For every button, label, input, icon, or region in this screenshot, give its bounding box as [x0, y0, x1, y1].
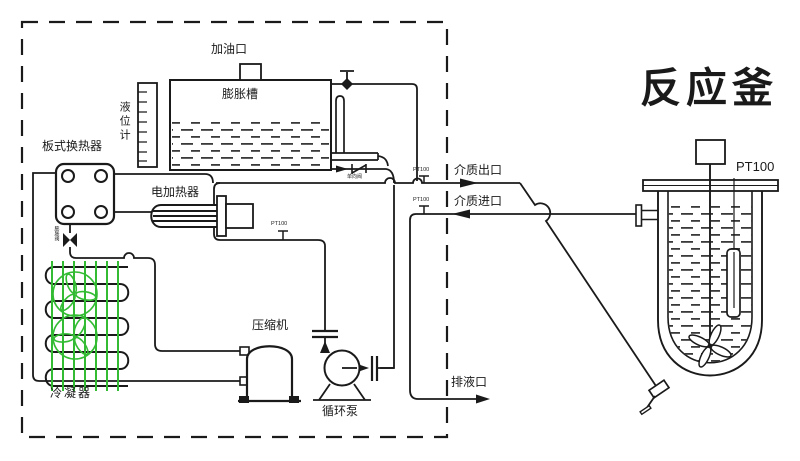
plate-heat-exchanger-label: 板式换热器: [42, 139, 103, 153]
electric-heater: [150, 195, 254, 237]
circulation-pump: [312, 329, 394, 401]
outlet-pt100-probe: [419, 175, 429, 183]
oil-fill-port-label: 加油口: [211, 42, 248, 56]
bottom-coupling: [647, 379, 671, 399]
inlet-arrow: [452, 209, 470, 219]
reactor-title: 反应釜: [640, 65, 778, 111]
oil-fill-port-stub: [239, 63, 262, 81]
drain-arrow: [476, 394, 490, 404]
heater-pt100-probe: [278, 230, 288, 240]
electric-heater-label: 电加热器: [151, 185, 200, 199]
inlet-pt100-label: PT100: [413, 197, 430, 203]
check-valve-label: 单向阀: [347, 174, 363, 180]
inlet-flange-bar: [635, 204, 643, 227]
expansion-valve: [63, 233, 77, 247]
outlet-arrow: [460, 178, 478, 188]
inlet-pt100-probe: [419, 205, 429, 214]
condenser-label: 冷凝器: [50, 386, 93, 400]
reactor: [635, 139, 779, 416]
agitator-propeller: [688, 324, 732, 368]
condenser: [44, 261, 130, 391]
expansion-valve-label: 膨胀阀: [53, 226, 60, 241]
level-gauge: [137, 82, 158, 168]
reactor-pt100-label: PT100: [736, 159, 775, 174]
medium-inlet-label: 介质进口: [454, 194, 503, 208]
level-gauge-label: 液位计: [118, 101, 131, 143]
condenser-coil: [44, 266, 130, 387]
plate-heat-exchanger: [54, 162, 116, 226]
motor: [695, 139, 726, 165]
tank-top-valve: [340, 70, 354, 90]
expansion-tank: [169, 63, 332, 171]
drain-port-label: 排液口: [451, 375, 488, 389]
compressor-label: 压缩机: [252, 318, 289, 332]
outlet-pt100-label: PT100: [413, 167, 430, 173]
condenser-fan-top: [52, 271, 98, 317]
pt100-probes: [278, 175, 429, 240]
tank-liquid: [172, 118, 329, 168]
check-line-arrow: [336, 165, 348, 173]
tank-standpipe: [331, 95, 389, 167]
compressor: [238, 345, 301, 403]
circulation-pump-label: 循环泵: [322, 404, 359, 418]
heater-pt100-label: PT100: [271, 221, 288, 227]
condenser-fan-bottom: [52, 314, 98, 360]
check-valve-symbol: [351, 164, 367, 174]
unit-boundary-dashed-box: [20, 20, 449, 439]
expansion-tank-label: 膨胀槽: [222, 87, 259, 101]
medium-outlet-label: 介质出口: [454, 163, 503, 177]
